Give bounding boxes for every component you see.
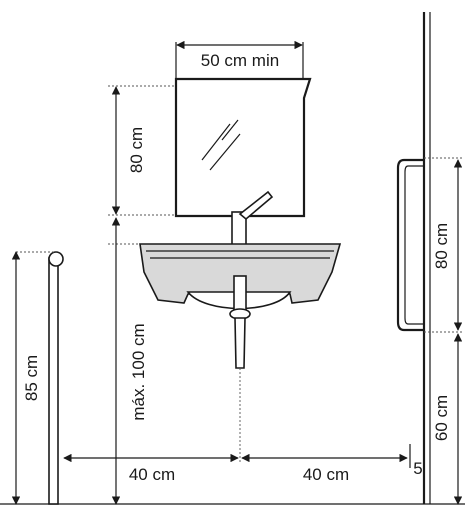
right-grab-rail [396, 158, 424, 332]
left-grab-rail [48, 251, 64, 505]
left-clearance-label: 40 cm [129, 465, 175, 484]
right-clearance-label: 40 cm [303, 465, 349, 484]
mirror [174, 77, 312, 218]
sink-height-label: máx. 100 cm [129, 323, 148, 420]
mirror-height-label: 80 cm [127, 127, 146, 173]
right-rail-length-label: 80 cm [432, 223, 451, 269]
wall-gap-label: 5 [413, 459, 422, 478]
right-wall [422, 12, 431, 504]
mirror-width-label: 50 cm min [201, 51, 279, 70]
left-rail-height-label: 85 cm [22, 355, 41, 401]
right-rail-height-label: 60 cm [432, 395, 451, 441]
drain-trap [229, 275, 251, 369]
faucet [231, 190, 274, 249]
washbasin [139, 243, 342, 310]
